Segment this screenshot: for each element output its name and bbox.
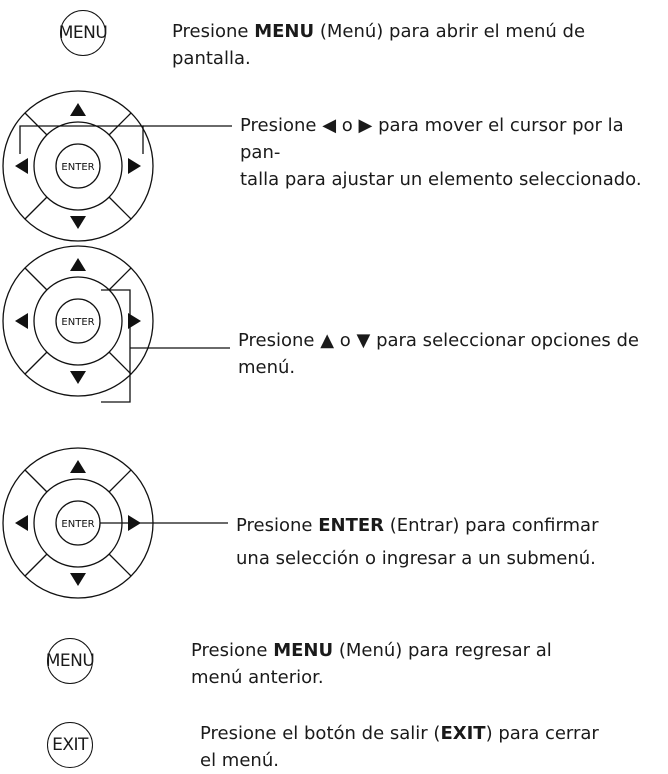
instruction-line: menú anterior. <box>191 667 324 688</box>
right-arrow-icon[interactable] <box>128 313 141 329</box>
instruction-exit: Presione el botón de salir (EXIT) para c… <box>200 720 599 774</box>
instruction-text: (Menú) para regresar al <box>333 640 552 661</box>
dpad-left-right[interactable]: ENTER <box>0 88 156 244</box>
instruction-text: (Entrar) para confirmar <box>384 515 599 536</box>
menu-back-button[interactable]: MENU <box>46 638 95 684</box>
enter-button[interactable]: ENTER <box>61 519 94 530</box>
instruction-text: Presione <box>236 515 319 536</box>
dpad-ring <box>2 90 154 242</box>
up-arrow-icon[interactable] <box>70 103 86 116</box>
exit-button[interactable]: EXIT <box>47 722 93 768</box>
right-arrow-icon[interactable] <box>128 158 141 174</box>
menu-button[interactable]: MENU <box>59 10 108 56</box>
left-arrow-icon[interactable] <box>15 515 28 531</box>
instruction-key: EXIT <box>440 723 486 744</box>
instruction-text: Presione <box>191 640 274 661</box>
instruction-line: Presione ▲ o ▼ para seleccionar opciones… <box>238 330 640 351</box>
instruction-line: talla para ajustar un elemento seleccion… <box>240 169 642 190</box>
dpad-ring <box>2 245 154 397</box>
instruction-text: (Menú) para abrir el menú de pantalla. <box>172 21 586 69</box>
down-arrow-icon[interactable] <box>70 216 86 229</box>
instruction-line: menú. <box>238 357 296 378</box>
enter-button[interactable]: ENTER <box>61 317 94 328</box>
down-arrow-icon[interactable] <box>70 573 86 586</box>
instruction-up-down: Presione ▲ o ▼ para seleccionar opciones… <box>238 327 639 381</box>
instruction-text: Presione <box>172 21 255 42</box>
dpad-up-down[interactable]: ENTER <box>0 243 156 399</box>
instruction-line: una selección o ingresar a un submenú. <box>236 548 596 569</box>
left-arrow-icon[interactable] <box>15 313 28 329</box>
instruction-line: el menú. <box>200 750 279 771</box>
instruction-key: MENU <box>254 21 315 42</box>
instruction-text: Presione el botón de salir ( <box>200 723 441 744</box>
instruction-left-right: Presione ◀ o ▶ para mover el cursor por … <box>240 112 668 193</box>
up-arrow-icon[interactable] <box>70 258 86 271</box>
up-arrow-icon[interactable] <box>70 460 86 473</box>
instruction-key: MENU <box>273 640 334 661</box>
down-arrow-icon[interactable] <box>70 371 86 384</box>
enter-button[interactable]: ENTER <box>61 162 94 173</box>
instruction-line: Presione ◀ o ▶ para mover el cursor por … <box>240 115 624 163</box>
instruction-enter: Presione ENTER (Entrar) para confirmar u… <box>236 509 599 575</box>
instruction-menu-open: Presione MENU (Menú) para abrir el menú … <box>172 18 668 72</box>
instruction-key: ENTER <box>318 515 385 536</box>
left-arrow-icon[interactable] <box>15 158 28 174</box>
instruction-text: ) para cerrar <box>485 723 599 744</box>
instruction-menu-back: Presione MENU (Menú) para regresar al me… <box>191 637 552 691</box>
